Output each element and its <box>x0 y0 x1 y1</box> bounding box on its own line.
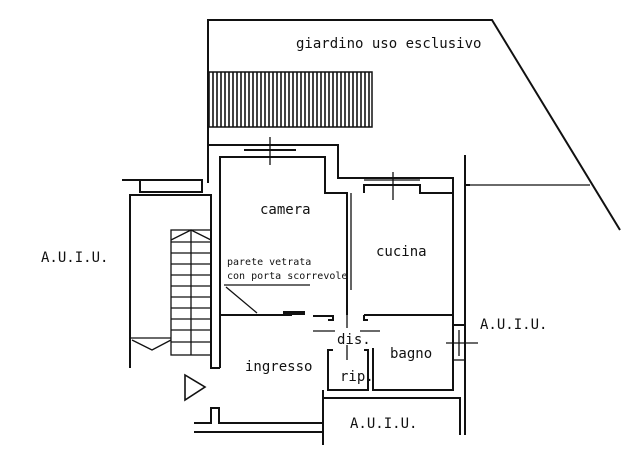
stair-treads <box>171 241 211 343</box>
label-auiu-bottom: A.U.I.U. <box>350 416 417 432</box>
label-cucina: cucina <box>376 244 427 260</box>
label-ingresso: ingresso <box>245 359 312 375</box>
label-glass-wall-1: parete vetrata <box>227 257 311 268</box>
label-camera: camera <box>260 202 311 218</box>
hatched-terrace <box>207 71 373 128</box>
entrance-arrow-icon <box>184 373 207 402</box>
label-bagno: bagno <box>390 346 432 362</box>
garden-area <box>207 19 621 231</box>
label-garden: giardino uso esclusivo <box>296 36 481 52</box>
label-dis: dis. <box>337 332 371 348</box>
walls <box>122 137 478 445</box>
label-glass-wall-2: con porta scorrevole <box>227 271 347 282</box>
label-auiu-right: A.U.I.U. <box>480 317 547 333</box>
label-rip: rip. <box>340 369 374 385</box>
label-auiu-left: A.U.I.U. <box>41 250 108 266</box>
